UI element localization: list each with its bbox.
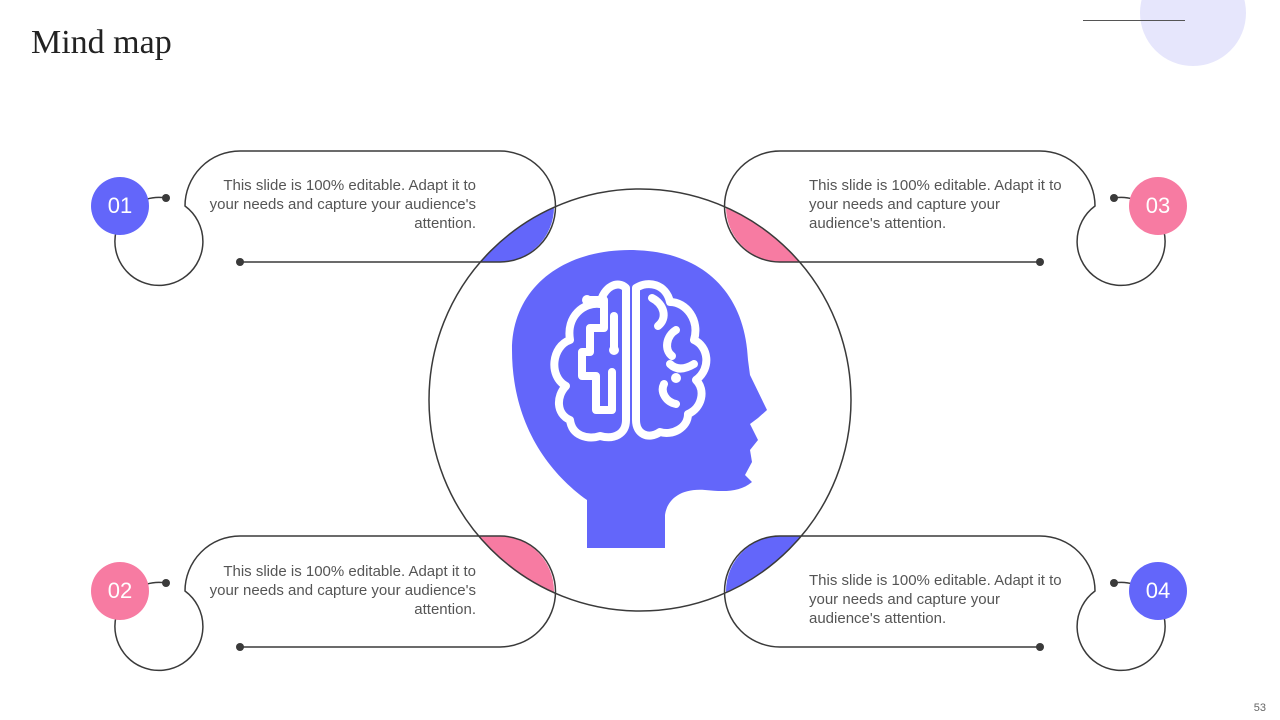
page-number: 53 xyxy=(1253,702,1266,714)
node-number-02: 02 xyxy=(91,562,149,620)
head-with-brain-circuit-icon xyxy=(512,250,767,548)
connector-dot xyxy=(236,258,244,266)
connector-dot xyxy=(1036,643,1044,651)
connector-dot xyxy=(236,643,244,651)
slide-title: Mind map xyxy=(31,24,172,61)
connector-dot xyxy=(1110,579,1118,587)
node-number-01: 01 xyxy=(91,177,149,235)
connector-dot xyxy=(1110,194,1118,202)
node-text-02: This slide is 100% editable. Adapt it to… xyxy=(209,563,476,618)
box-outline-01 xyxy=(114,150,557,287)
box-outline-02 xyxy=(114,535,557,672)
connector-dot xyxy=(162,194,170,202)
box-outline-03 xyxy=(723,150,1166,287)
node-text-04: This slide is 100% editable. Adapt it to… xyxy=(809,572,1062,627)
connector-dot xyxy=(1036,258,1044,266)
center-circle xyxy=(428,188,852,612)
node-text-01: This slide is 100% editable. Adapt it to… xyxy=(209,177,476,232)
node-number-03: 03 xyxy=(1129,177,1187,235)
node-number-04: 04 xyxy=(1129,562,1187,620)
box-outline-04 xyxy=(723,535,1166,672)
decorative-line xyxy=(1083,20,1185,21)
node-text-03: This slide is 100% editable. Adapt it to… xyxy=(809,177,1062,232)
connector-dot xyxy=(162,579,170,587)
